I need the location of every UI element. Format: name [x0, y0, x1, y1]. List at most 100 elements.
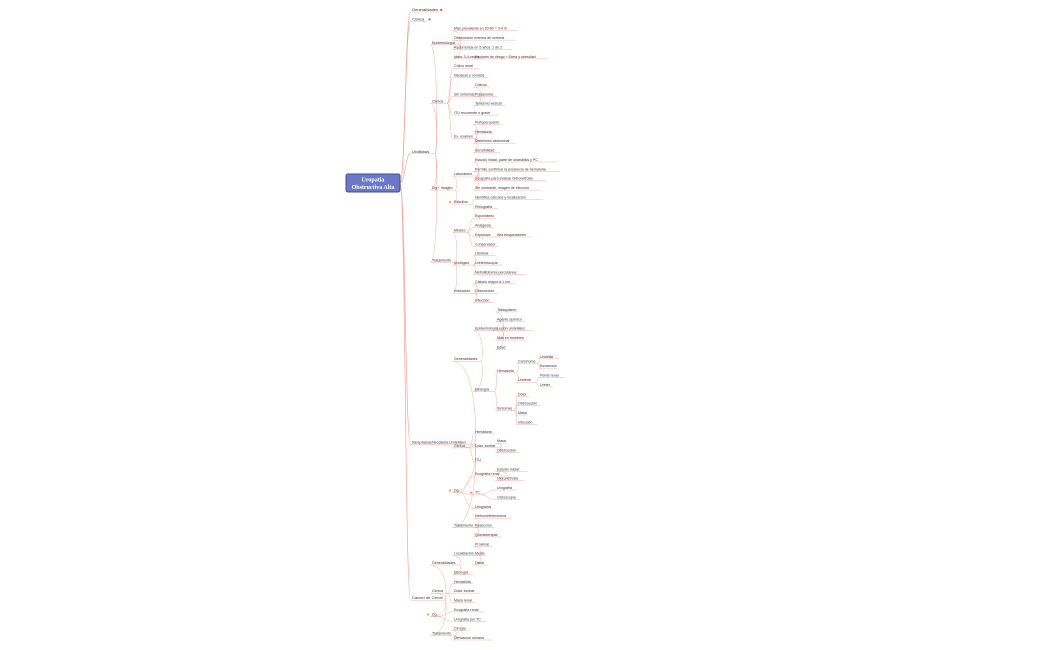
node-label[interactable]: Espontáneo [475, 214, 494, 218]
node-label[interactable]: ITU recurrente o grave [454, 111, 490, 115]
node-label[interactable]: Pielografía [475, 205, 492, 209]
node-label[interactable]: Síntomas [497, 406, 512, 410]
node-label[interactable]: Cistoscopía [497, 495, 516, 499]
node-label[interactable]: Edad [497, 345, 505, 349]
node-label[interactable]: Tratamiento [454, 524, 473, 528]
node-label[interactable]: Identifica cálculos y localización [475, 195, 526, 199]
node-label[interactable]: Clínica [412, 16, 425, 21]
node-label[interactable]: Sensibilidad [475, 149, 494, 153]
node-label[interactable]: Urografía por TC [454, 617, 481, 621]
node-label[interactable]: Expulsiva [475, 233, 490, 237]
node-label[interactable]: Dolor lumbar [475, 444, 496, 448]
priority-marker-icon[interactable] [469, 491, 473, 494]
node-label[interactable]: Dg [432, 613, 437, 617]
node-label[interactable]: Quimioterapia [475, 533, 497, 537]
node-label[interactable]: Cálculo mayor a 1 cm [475, 280, 510, 284]
node-label[interactable]: Clínica [432, 589, 443, 593]
node-label[interactable]: Nefroureterectomía [475, 514, 506, 518]
node-label[interactable]: Obstrucción [475, 289, 494, 293]
node-label[interactable]: Neoplasias [412, 439, 432, 444]
node-label[interactable]: Generalidades [432, 561, 456, 565]
node-label[interactable]: Ureteral [518, 378, 531, 382]
node-label[interactable]: Obstrucción [518, 402, 537, 406]
node-label[interactable]: Carcinoma [518, 359, 535, 363]
node-label[interactable]: Distal [475, 561, 484, 565]
node-label[interactable]: Generalidades [454, 357, 478, 361]
node-label[interactable]: Tratamiento [432, 631, 451, 635]
node-label[interactable]: Urograma [475, 505, 491, 509]
node-label[interactable]: Epidemiología [475, 327, 498, 331]
node-label[interactable]: Ecografía renal [454, 608, 479, 612]
node-label[interactable]: Masa renal [454, 599, 472, 603]
node-label[interactable]: Recurrencia en 5 años: 1 de 2 [454, 45, 502, 49]
node-label[interactable]: Cirugía [454, 627, 466, 631]
node-label[interactable]: Hematuria [454, 580, 471, 584]
node-label[interactable]: Ex. examen [454, 135, 473, 139]
node-label[interactable]: Médico [454, 228, 466, 232]
node-label[interactable]: Obstrucción [497, 449, 516, 453]
node-label[interactable]: Estudio inicial [497, 467, 519, 471]
node-label[interactable]: Urotelial [540, 355, 553, 359]
node-label[interactable]: Estudios [454, 200, 468, 204]
node-label[interactable]: Hematuria [475, 130, 492, 134]
collapsed-marker-icon[interactable] [440, 8, 443, 12]
node-label[interactable]: Uréter [540, 383, 551, 387]
collapsed-marker-icon[interactable] [428, 18, 431, 21]
node-label[interactable]: Indicación [454, 289, 470, 293]
node-label[interactable]: Sin síntomas [454, 92, 475, 96]
node-label[interactable]: Lesión uroteliales [497, 327, 525, 331]
node-label[interactable]: Más prevalente en 20-60 = 3-4 /h [454, 27, 507, 31]
node-label[interactable]: Infección [518, 420, 532, 424]
node-label[interactable]: Cólicos [475, 83, 487, 87]
node-label[interactable]: Polaquiuria [475, 92, 493, 96]
node-label[interactable]: Neoplasia Uroteliales [432, 440, 466, 444]
node-label[interactable]: Conservador [475, 242, 496, 246]
node-label[interactable]: Cáncer de Cérvix [412, 595, 443, 600]
node-label[interactable]: Medio [475, 552, 485, 556]
node-label[interactable]: Etiología [475, 388, 489, 392]
node-label[interactable]: Pelvis renal [540, 374, 559, 378]
node-label[interactable]: Permite confirmar la presencia de hematu… [475, 167, 546, 171]
node-label[interactable]: Hematuria [475, 430, 492, 434]
node-label[interactable]: Urografía [497, 486, 512, 490]
node-label[interactable]: Proximal [475, 542, 489, 546]
node-label[interactable]: Urológico [454, 261, 469, 265]
node-label[interactable]: Generalidades [412, 7, 438, 12]
priority-marker-icon[interactable] [448, 489, 452, 492]
node-label[interactable]: Tenesmo vesical [475, 102, 502, 106]
node-label[interactable]: Clínica [432, 99, 443, 103]
node-label[interactable]: Estudio inicial, parte de urianálisis y … [475, 158, 538, 162]
node-label[interactable]: Tratamiento [432, 259, 451, 263]
node-label[interactable]: Ecografía renal [475, 472, 500, 476]
node-label[interactable]: Dolor lumbar [454, 589, 475, 593]
node-label[interactable]: Cólico renal [454, 64, 473, 68]
node-label[interactable]: Infección [475, 299, 489, 303]
node-label[interactable]: Tabaquismo [497, 308, 516, 312]
priority-marker-icon[interactable] [448, 201, 452, 204]
node-label[interactable]: Escamoso [540, 364, 557, 368]
node-label[interactable]: Nefrolitotomía percutánea [475, 270, 516, 274]
node-label[interactable]: Alfa bloqueadores [497, 233, 526, 237]
node-label[interactable]: Hematuria [497, 369, 514, 373]
node-label[interactable]: ITU [475, 458, 481, 462]
node-label[interactable]: Factores de riesgo = Dieta y obesidad [475, 55, 536, 59]
node-label[interactable]: Analgesia [475, 224, 491, 228]
node-label[interactable]: Masa [497, 439, 506, 443]
node-label[interactable]: Sin contraste, imagen de elección [475, 186, 529, 190]
node-label[interactable]: Masa [518, 411, 527, 415]
priority-marker-icon[interactable] [426, 613, 430, 616]
node-label[interactable]: Laboratorio [454, 172, 472, 176]
node-label[interactable]: Agente químico [497, 317, 522, 321]
node-label[interactable]: Urolitiasis [412, 149, 429, 154]
node-label[interactable]: Epidemiología [432, 41, 455, 45]
node-label[interactable]: Derivación urinaria [454, 636, 484, 640]
node-label[interactable]: Clínica [454, 444, 465, 448]
node-label[interactable]: Distensión abdominal [475, 139, 510, 143]
node-label[interactable]: Resección [475, 524, 492, 528]
node-label[interactable]: Litotricia [475, 252, 488, 256]
node-label[interactable]: Masc 3-4 veces [454, 55, 479, 59]
node-label[interactable]: Náuseas y vómitos [454, 74, 485, 78]
node-label[interactable]: Localización [454, 552, 474, 556]
root-node[interactable]: Uropatia Obstructiva Alta [345, 173, 401, 193]
node-label[interactable]: Dg + Imagen [432, 186, 453, 190]
